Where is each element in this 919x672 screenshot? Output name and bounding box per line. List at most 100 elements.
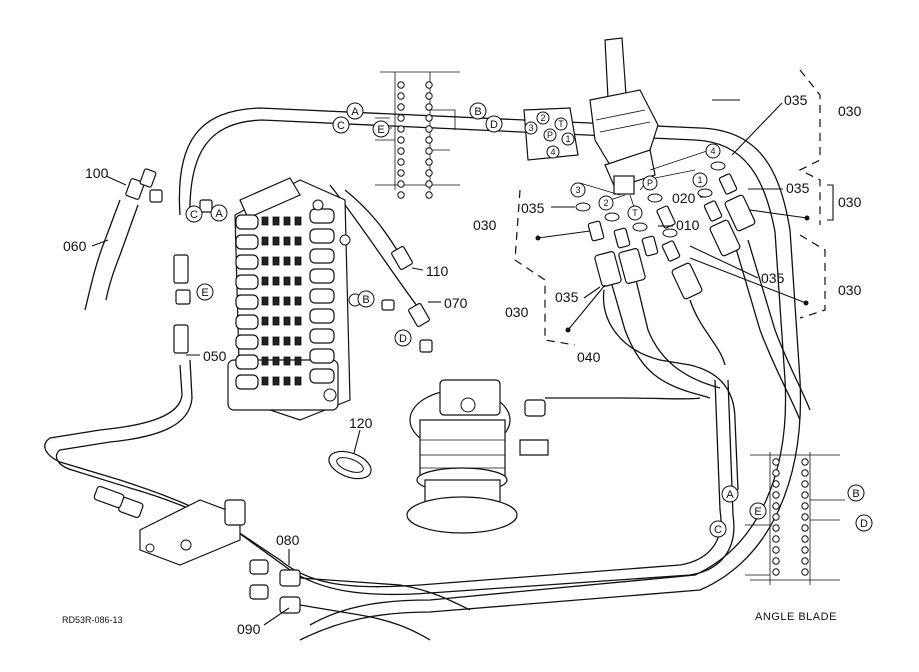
- schematic-port: [397, 125, 405, 133]
- schematic-port: [425, 81, 433, 89]
- valve-bolt: [272, 276, 280, 286]
- valve-spool-left: [235, 234, 259, 250]
- valve-bolt: [294, 336, 302, 346]
- valve-bolt: [294, 236, 302, 246]
- face-port-p: P: [547, 130, 553, 140]
- part-050: 050: [203, 348, 227, 364]
- schematic-port: [397, 180, 405, 188]
- blade-port-a: A: [726, 489, 734, 501]
- schematic-port: [801, 535, 809, 543]
- reference-code: RD53R-086-13: [62, 615, 123, 625]
- schematic-port: [801, 557, 809, 565]
- schematic-port: [397, 114, 405, 122]
- schematic-port: [772, 458, 780, 466]
- valve-bolt: [283, 256, 291, 266]
- hose-110: [344, 189, 401, 256]
- control-valve-assembly: [227, 177, 362, 421]
- part-070: 070: [444, 295, 468, 311]
- hose-clamp-120: [328, 429, 372, 480]
- valve-spool-left: [235, 274, 259, 290]
- port-label-1: 1: [697, 175, 702, 185]
- blade-port-c: C: [714, 524, 722, 536]
- schematic-port: [801, 469, 809, 477]
- hose-080: [299, 577, 471, 611]
- pilot-hose-fittings: [594, 194, 756, 300]
- upper-schematic-ports: [397, 81, 433, 199]
- hose-top-outer: [178, 107, 802, 641]
- schematic-port: [772, 491, 780, 499]
- valve-bolt: [261, 356, 269, 366]
- schematic-port: [397, 191, 405, 199]
- hose-pilot-5: [734, 244, 801, 421]
- blade-port-e: E: [754, 506, 761, 518]
- part-035-lower: 035: [555, 289, 579, 305]
- valve-bolt: [272, 356, 280, 366]
- schematic-port: [801, 568, 809, 576]
- o-rings-and-adapters: [575, 161, 738, 262]
- joystick-port-labels: 3 2 T P 1 4: [570, 143, 721, 221]
- schem-port-a: A: [351, 106, 359, 118]
- valve-port-a: A: [215, 208, 223, 220]
- schematic-port: [425, 169, 433, 177]
- schematic-port: [772, 557, 780, 565]
- schematic-port: [772, 513, 780, 521]
- schematic-port: [425, 158, 433, 166]
- valve-bolt: [272, 316, 280, 326]
- part-035-top: 035: [784, 92, 808, 108]
- valve-bolt: [294, 216, 302, 226]
- port-face-plate: 3 2 P T 1 4: [523, 107, 579, 161]
- part-030-top: 030: [838, 103, 862, 119]
- part-090: 090: [237, 621, 261, 637]
- bottom-left-block: [93, 485, 301, 614]
- hose-swivel: [545, 397, 701, 400]
- valve-spool-left: [235, 354, 259, 370]
- schem-port-b: B: [474, 106, 481, 118]
- valve-port-d: D: [399, 333, 407, 345]
- valve-bolt: [261, 216, 269, 226]
- hose-100: [84, 199, 121, 311]
- schematic-port: [801, 546, 809, 554]
- schem-port-c: C: [337, 120, 345, 132]
- valve-spool-right: [309, 208, 335, 224]
- part-060: 060: [63, 238, 87, 254]
- hose-top-inner: [189, 119, 787, 626]
- valve-spool-right: [309, 368, 335, 384]
- part-035-left: 035: [521, 200, 545, 216]
- hose-lower-b: [55, 359, 735, 596]
- part-030-left: 030: [473, 217, 497, 233]
- blade-port-d: D: [860, 518, 868, 530]
- schematic-port: [801, 502, 809, 510]
- schematic-port: [772, 502, 780, 510]
- upper-schematic: [375, 71, 460, 199]
- schematic-port: [425, 180, 433, 188]
- valve-bolt: [272, 236, 280, 246]
- schematic-port: [397, 92, 405, 100]
- dashed-group-boundaries: [514, 69, 834, 346]
- valve-port-b: B: [362, 294, 369, 306]
- angle-blade-schematic: [745, 452, 845, 585]
- valve-bolt: [294, 316, 302, 326]
- valve-bolt: [261, 376, 269, 386]
- valve-bolt: [261, 296, 269, 306]
- pilot-valve-joystick: [589, 37, 659, 195]
- hose-060: [105, 204, 139, 301]
- valve-spool-left: [235, 254, 259, 270]
- port-label-p: P: [647, 178, 653, 188]
- port-letter-circles: A C E B D C A E B D A E C B D: [185, 102, 873, 538]
- valve-sections: [235, 208, 335, 390]
- part-035-mid: 035: [786, 180, 810, 196]
- hose-routings: [44, 107, 811, 641]
- valve-bolt: [272, 216, 280, 226]
- hose-pilot-3: [602, 289, 739, 491]
- valve-spool-left: [235, 314, 259, 330]
- port-label-2: 2: [603, 198, 608, 208]
- hose-pilot-4: [689, 299, 726, 366]
- valve-bolt: [261, 276, 269, 286]
- schematic-port: [772, 535, 780, 543]
- schematic-port: [801, 480, 809, 488]
- part-010: 010: [676, 217, 700, 233]
- valve-bolt: [272, 376, 280, 386]
- blade-port-b: B: [852, 488, 859, 500]
- schematic-port: [425, 191, 433, 199]
